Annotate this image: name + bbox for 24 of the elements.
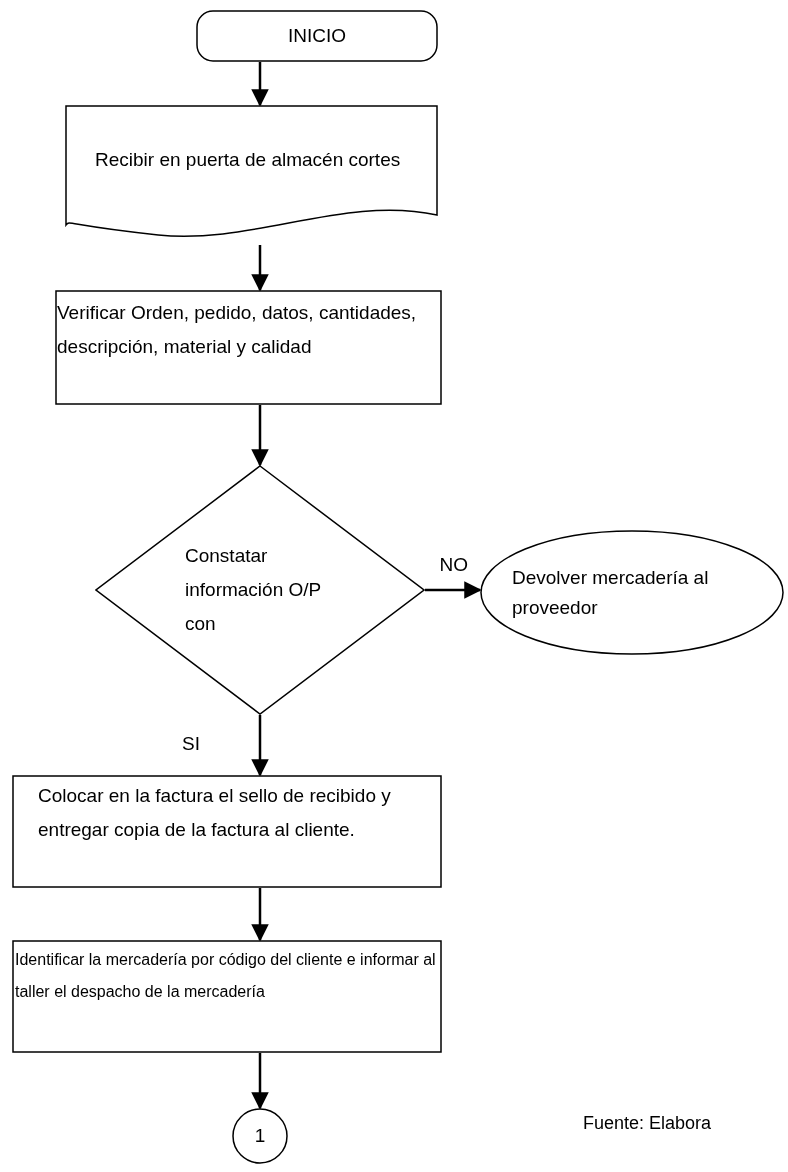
terminal-ellipse bbox=[480, 530, 784, 655]
node-text: 1 bbox=[254, 1123, 266, 1148]
connector-circle bbox=[232, 1108, 288, 1164]
arrow bbox=[251, 715, 269, 777]
start-terminator bbox=[196, 10, 438, 62]
arrow bbox=[251, 1053, 269, 1110]
node-text: Colocar en la factura el sello de recibido y entregar copia de la factura al cliente. bbox=[38, 784, 392, 842]
node-text: Recibir en puerta de almacén cortes bbox=[95, 148, 401, 172]
arrow bbox=[251, 245, 269, 292]
document-box bbox=[65, 105, 438, 240]
node-text: Identificar la mercadería por código del cliente e informar al taller el despacho de la mercadería bbox=[15, 950, 436, 1002]
source-note: Fuente: Elabora bbox=[583, 1112, 712, 1135]
process-box bbox=[12, 775, 442, 888]
arrow bbox=[425, 581, 482, 599]
arrow bbox=[251, 888, 269, 942]
node-text: INICIO bbox=[287, 23, 347, 48]
process-box bbox=[55, 290, 442, 405]
node-text: Verificar Orden, pedido, datos, cantidades, descripción, material y calidad bbox=[57, 301, 418, 359]
process-box bbox=[12, 940, 442, 1053]
node-text: Devolver mercadería al proveedor bbox=[512, 565, 710, 620]
arrow bbox=[251, 62, 269, 107]
arrow bbox=[251, 405, 269, 467]
decision-diamond bbox=[95, 465, 425, 715]
node-text: Constatar información O/P con bbox=[185, 544, 322, 636]
